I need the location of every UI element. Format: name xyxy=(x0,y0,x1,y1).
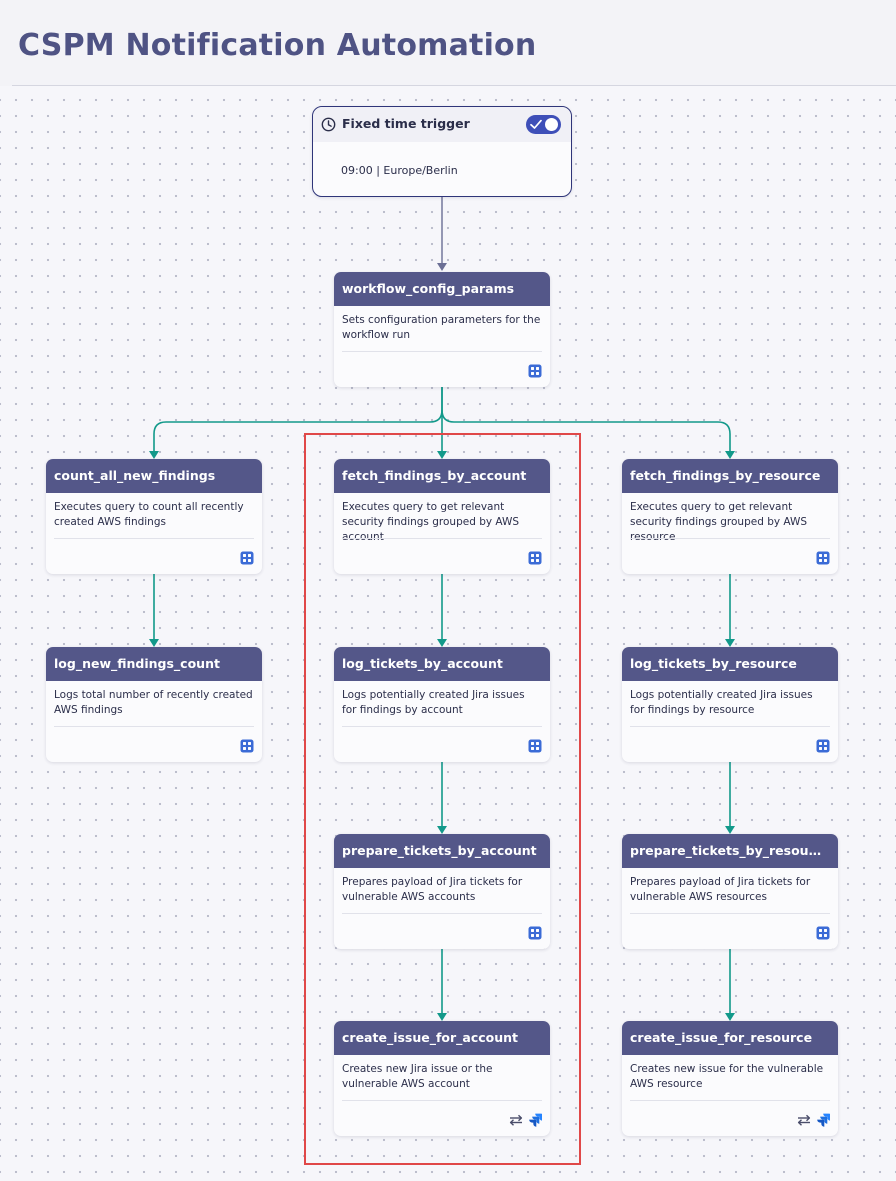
task-node-fetch-findings-by-resource[interactable]: fetch_findings_by_resource Executes quer… xyxy=(622,459,838,574)
node-title: log_tickets_by_resource xyxy=(630,656,797,671)
node-title: fetch_findings_by_account xyxy=(342,468,527,483)
trigger-title: Fixed time trigger xyxy=(342,116,470,131)
highlight-box xyxy=(304,433,581,1165)
trigger-schedule: 09:00 | Europe/Berlin xyxy=(341,164,458,177)
node-description: Creates new Jira issue or the vulnerable… xyxy=(342,1063,493,1090)
node-header: prepare_tickets_by_account xyxy=(334,834,550,868)
trigger-node[interactable]: Fixed time trigger 09:00 | Europe/Berlin xyxy=(312,106,572,197)
run-javascript-icon xyxy=(528,926,542,940)
node-header: workflow_config_params xyxy=(334,272,550,306)
node-title: log_new_findings_count xyxy=(54,656,220,671)
node-header: log_new_findings_count xyxy=(46,647,262,681)
run-javascript-icon xyxy=(816,926,830,940)
task-node-fetch-findings-by-account[interactable]: fetch_findings_by_account Executes query… xyxy=(334,459,550,574)
node-divider xyxy=(342,913,542,914)
node-divider xyxy=(630,726,830,727)
node-description: Logs total number of recently created AW… xyxy=(54,689,253,716)
node-description: Sets configuration parameters for the wo… xyxy=(342,314,541,341)
title-divider xyxy=(12,85,896,86)
workflow-canvas[interactable] xyxy=(0,86,896,1181)
node-divider xyxy=(630,1100,830,1101)
task-node-create-issue-for-resource[interactable]: create_issue_for_resource Creates new is… xyxy=(622,1021,838,1136)
node-description: Creates new issue for the vulnerable AWS… xyxy=(630,1063,824,1090)
node-header: create_issue_for_resource xyxy=(622,1021,838,1055)
run-javascript-icon xyxy=(528,739,542,753)
loop-icon xyxy=(509,1114,523,1126)
jira-icon xyxy=(817,1113,830,1127)
node-description: Logs potentially created Jira issues for… xyxy=(630,689,813,716)
node-description: Logs potentially created Jira issues for… xyxy=(342,689,525,716)
trigger-enabled-toggle[interactable] xyxy=(526,115,561,134)
node-title: workflow_config_params xyxy=(342,281,515,296)
node-description: Prepares payload of Jira tickets for vul… xyxy=(630,876,811,903)
node-title: log_tickets_by_account xyxy=(342,656,503,671)
node-header: log_tickets_by_resource xyxy=(622,647,838,681)
node-description: Prepares payload of Jira tickets for vul… xyxy=(342,876,523,903)
node-title: count_all_new_findings xyxy=(54,468,216,483)
run-javascript-icon xyxy=(528,364,542,378)
task-node-log-tickets-by-resource[interactable]: log_tickets_by_resource Logs potentially… xyxy=(622,647,838,762)
node-divider xyxy=(54,726,254,727)
node-header: count_all_new_findings xyxy=(46,459,262,493)
node-description: Executes query to get relevant security … xyxy=(342,501,520,543)
run-javascript-icon xyxy=(240,739,254,753)
task-node-log-tickets-by-account[interactable]: log_tickets_by_account Logs potentially … xyxy=(334,647,550,762)
node-title: create_issue_for_account xyxy=(342,1030,519,1045)
task-node-workflow-config-params[interactable]: workflow_config_params Sets configuratio… xyxy=(334,272,550,387)
node-header: fetch_findings_by_resource xyxy=(622,459,838,493)
task-node-log-new-findings-count[interactable]: log_new_findings_count Logs total number… xyxy=(46,647,262,762)
jira-icon xyxy=(529,1113,542,1127)
node-header: prepare_tickets_by_resou… xyxy=(622,834,838,868)
page-title: CSPM Notification Automation xyxy=(18,28,537,63)
task-node-count-all-new-findings[interactable]: count_all_new_findings Executes query to… xyxy=(46,459,262,574)
task-node-create-issue-for-account[interactable]: create_issue_for_account Creates new Jir… xyxy=(334,1021,550,1136)
node-header: log_tickets_by_account xyxy=(334,647,550,681)
node-title: fetch_findings_by_resource xyxy=(630,468,821,483)
node-divider xyxy=(630,538,830,539)
task-node-prepare-tickets-by-account[interactable]: prepare_tickets_by_account Prepares payl… xyxy=(334,834,550,949)
trigger-header: Fixed time trigger xyxy=(313,107,571,142)
execute-dql-query-icon xyxy=(528,551,542,565)
check-icon xyxy=(530,119,542,129)
loop-icon xyxy=(797,1114,811,1126)
node-divider xyxy=(342,1100,542,1101)
node-header: fetch_findings_by_account xyxy=(334,459,550,493)
node-title: create_issue_for_resource xyxy=(630,1030,813,1045)
node-title: prepare_tickets_by_account xyxy=(342,843,537,858)
execute-dql-query-icon xyxy=(240,551,254,565)
node-divider xyxy=(342,351,542,352)
node-divider xyxy=(342,538,542,539)
run-javascript-icon xyxy=(816,739,830,753)
toggle-knob xyxy=(545,118,558,131)
node-divider xyxy=(54,538,254,539)
node-header: create_issue_for_account xyxy=(334,1021,550,1055)
clock-icon xyxy=(321,117,336,132)
node-description: Executes query to get relevant security … xyxy=(630,501,808,543)
node-title: prepare_tickets_by_resou… xyxy=(630,843,822,858)
node-divider xyxy=(630,913,830,914)
node-description: Executes query to count all recently cre… xyxy=(54,501,244,528)
task-node-prepare-tickets-by-resource[interactable]: prepare_tickets_by_resou… Prepares paylo… xyxy=(622,834,838,949)
execute-dql-query-icon xyxy=(816,551,830,565)
node-divider xyxy=(342,726,542,727)
